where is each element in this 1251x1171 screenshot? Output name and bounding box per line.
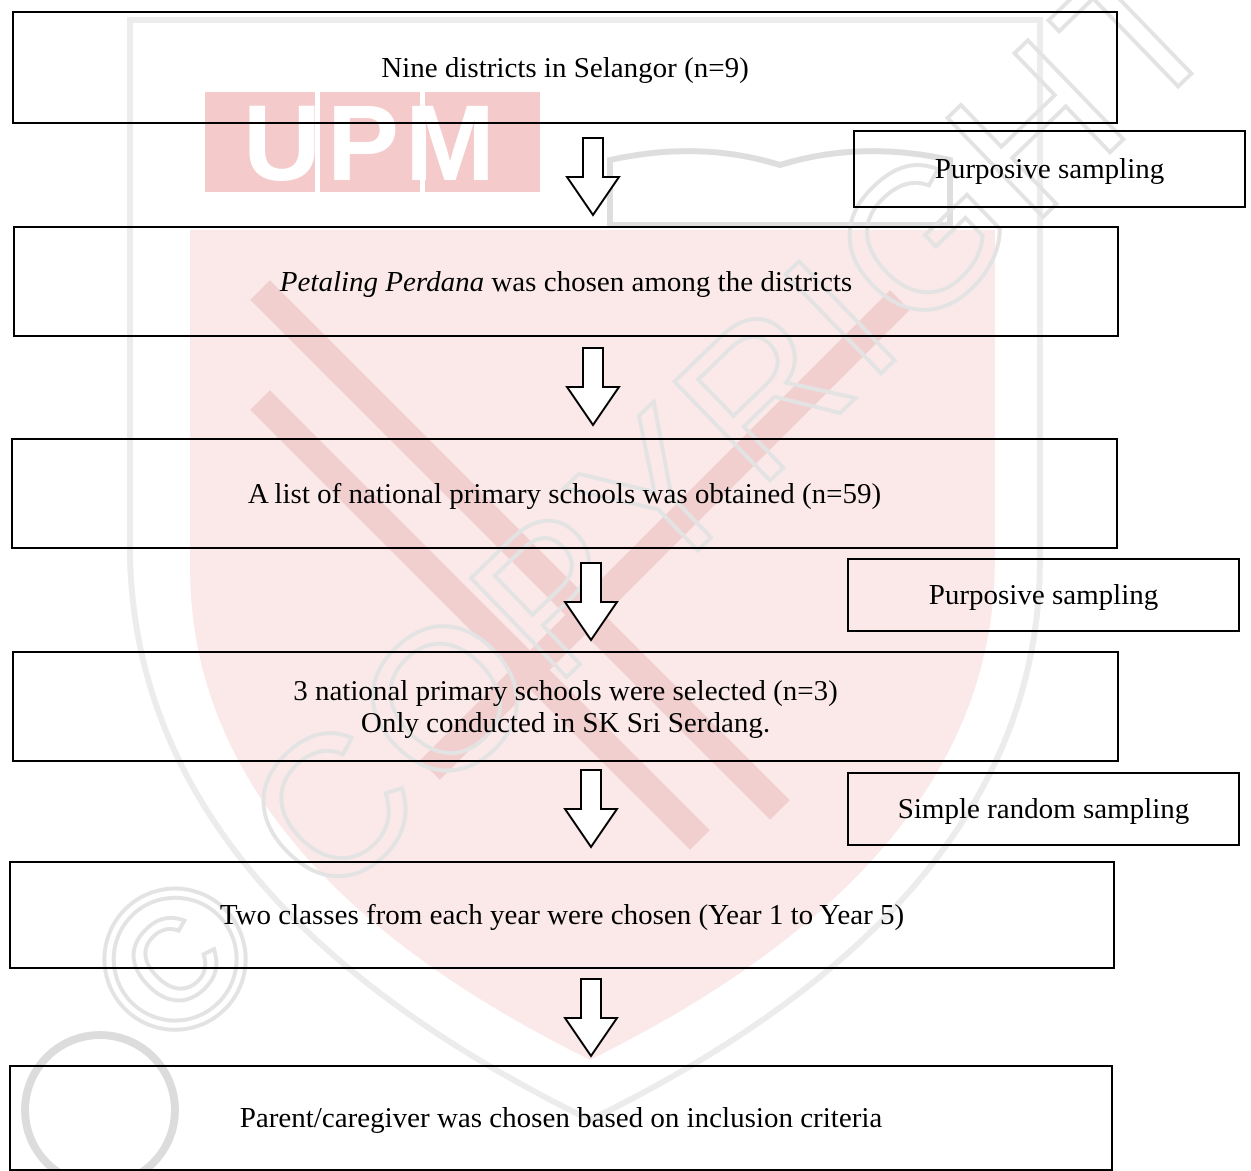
method-box-purposive-1: Purposive sampling <box>853 130 1246 208</box>
down-arrow-icon <box>563 978 619 1058</box>
step-text: A list of national primary schools was o… <box>247 477 882 510</box>
copyright-circle <box>21 1031 179 1171</box>
step-text-line1: 3 national primary schools were selected… <box>293 674 838 707</box>
step-text: Two classes from each year were chosen (… <box>219 899 905 931</box>
step-box-school-list: A list of national primary schools was o… <box>11 438 1118 549</box>
logo-letter-p <box>320 92 420 192</box>
method-text: Purposive sampling <box>934 153 1165 185</box>
down-arrow-icon <box>563 562 619 642</box>
district-name: Petaling Perdana <box>279 265 485 298</box>
step-box-district-chosen: Petaling Perdana was chosen among the di… <box>13 226 1119 337</box>
down-arrow-icon <box>563 769 619 849</box>
step-text: Petaling Perdana was chosen among the di… <box>279 265 853 298</box>
down-arrow-icon <box>565 347 621 427</box>
step-text: Parent/caregiver was chosen based on inc… <box>239 1102 883 1134</box>
book-icon <box>607 148 953 228</box>
step-box-classes: Two classes from each year were chosen (… <box>9 861 1115 969</box>
down-arrow-icon <box>565 137 621 217</box>
step-box-schools-selected: 3 national primary schools were selected… <box>12 651 1119 762</box>
step-text: Nine districts in Selangor (n=9) <box>381 51 749 84</box>
logo-letter-u <box>205 92 315 192</box>
step-box-parents: Parent/caregiver was chosen based on inc… <box>9 1065 1113 1171</box>
method-box-simple-random: Simple random sampling <box>847 772 1240 846</box>
logo-letters: UPM <box>243 82 501 203</box>
method-box-purposive-2: Purposive sampling <box>847 558 1240 632</box>
logo-letter-m <box>425 92 540 192</box>
step-box-districts: Nine districts in Selangor (n=9) <box>12 11 1118 124</box>
method-text: Simple random sampling <box>897 793 1190 825</box>
shield-outline <box>127 17 1043 1124</box>
method-text: Purposive sampling <box>928 579 1159 611</box>
step-text-line2: Only conducted in SK Sri Serdang. <box>360 706 771 739</box>
